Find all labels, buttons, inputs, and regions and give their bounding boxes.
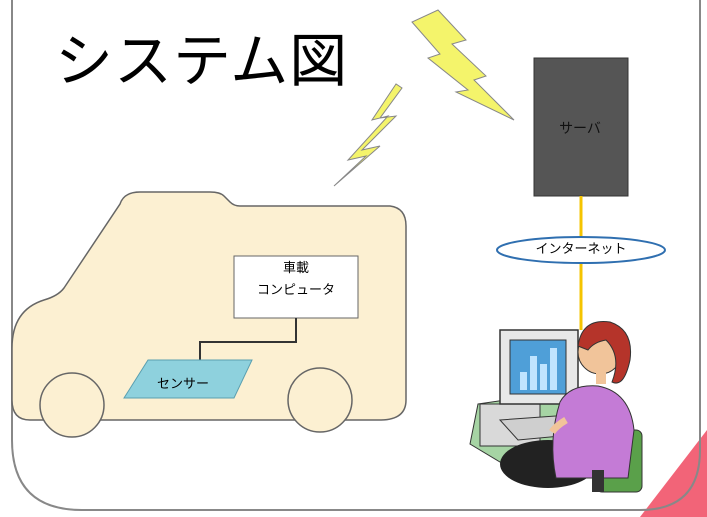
vehicle-body bbox=[11, 191, 407, 421]
sensor-label: センサー bbox=[156, 377, 209, 392]
internet-label: インターネット bbox=[535, 242, 627, 257]
onboard-computer-label-line1: 車載 bbox=[282, 261, 309, 276]
lightning-bolt-right bbox=[411, 9, 515, 121]
sensor-pad bbox=[123, 359, 253, 399]
diagram-frame bbox=[11, 0, 701, 511]
onboard-computer-label: 車載 コンピュータ bbox=[234, 258, 358, 302]
vehicle-rear-wheel bbox=[39, 372, 105, 438]
onboard-computer-box bbox=[233, 255, 359, 319]
onboard-computer-label-line2: コンピュータ bbox=[256, 283, 335, 298]
server-label: サーバ bbox=[559, 121, 601, 137]
computer-sensor-wire bbox=[199, 318, 297, 362]
server-box bbox=[533, 57, 629, 197]
vehicle-front-wheel bbox=[287, 367, 353, 433]
internet-cloud bbox=[496, 236, 666, 264]
lightning-bolt-left bbox=[333, 83, 403, 187]
corner-accent bbox=[640, 430, 707, 517]
page-title: システム図 bbox=[55, 27, 349, 95]
user-at-computer-illustration bbox=[469, 321, 643, 493]
